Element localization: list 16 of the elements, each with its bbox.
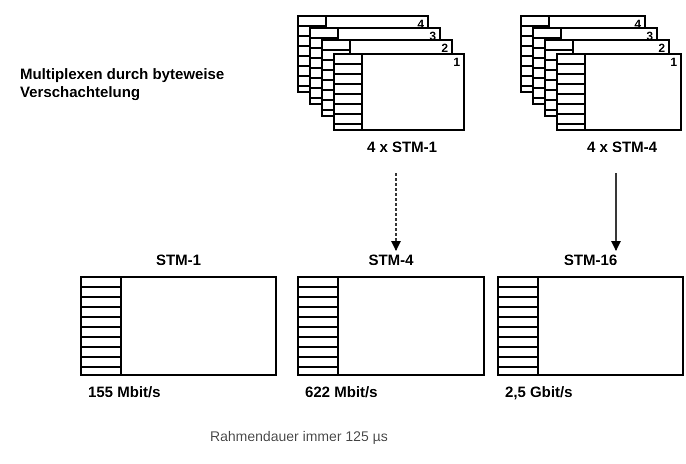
caption-text: Rahmendauer immer 125 µs — [210, 428, 388, 444]
frame-number: 1 — [670, 56, 677, 68]
bit-rate-label: 2,5 Gbit/s — [505, 384, 573, 401]
frame-title: STM-1 — [155, 252, 202, 269]
frame-number: 2 — [658, 42, 665, 54]
stack-label: 4 x STM-4 — [586, 139, 658, 156]
stack-label: 4 x STM-1 — [366, 139, 438, 156]
frame-title: STM-4 — [368, 252, 414, 269]
bit-rate-label: 622 Mbit/s — [305, 384, 378, 401]
frame-number: 2 — [441, 42, 448, 54]
arrow — [391, 173, 401, 251]
bit-rate-label: 155 Mbit/s — [88, 384, 161, 401]
frame-title: STM-16 — [562, 252, 618, 269]
arrow — [611, 173, 621, 251]
note-text: Multiplexen durch byteweise Verschachtelung — [20, 66, 226, 102]
frame-number: 1 — [453, 56, 460, 68]
